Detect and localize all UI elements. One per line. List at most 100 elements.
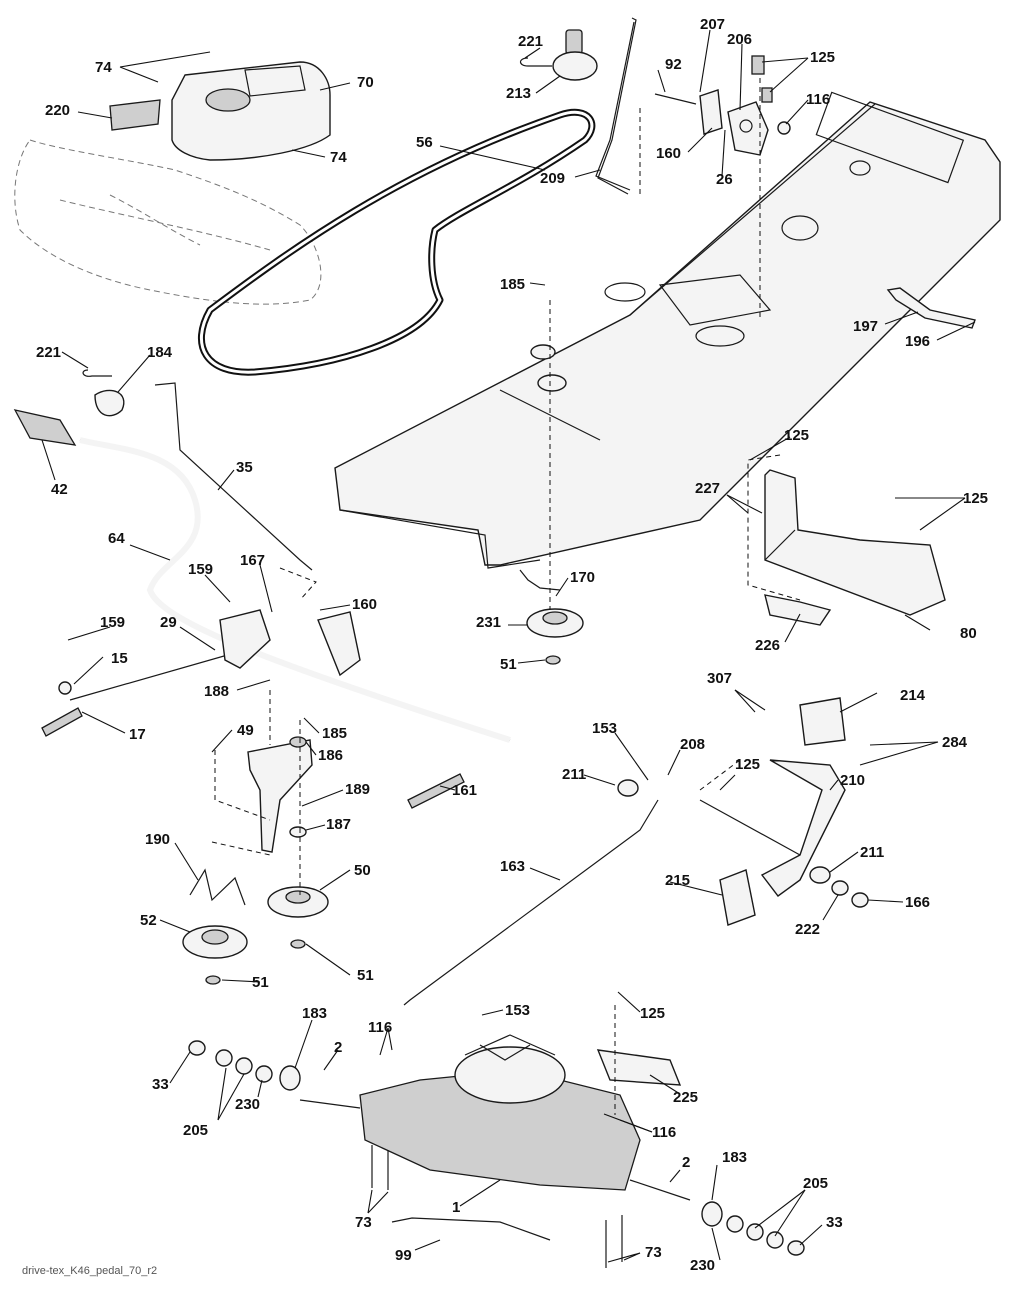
callout-33: 33 <box>152 1076 169 1093</box>
washer-187 <box>289 826 307 838</box>
callout-161: 161 <box>452 782 478 799</box>
callout-211: 211 <box>562 766 587 783</box>
callout-125: 125 <box>810 49 836 66</box>
callout-167: 167 <box>240 552 266 569</box>
callout-51: 51 <box>500 656 517 673</box>
callout-153: 153 <box>592 720 618 737</box>
callout-183: 183 <box>722 1149 748 1166</box>
callout-42: 42 <box>51 481 68 498</box>
callout-159: 159 <box>100 614 126 631</box>
callout-207: 207 <box>700 16 726 33</box>
callout-184: 184 <box>147 344 173 361</box>
callout-221: 221 <box>518 33 544 50</box>
drawing-caption: drive-tex_K46_pedal_70_r2 <box>22 1265 158 1277</box>
bolts-73 <box>371 1145 623 1268</box>
callout-205: 205 <box>183 1122 209 1139</box>
spring-161 <box>407 773 465 809</box>
callout-170: 170 <box>570 569 596 586</box>
callout-33: 33 <box>826 1214 843 1231</box>
callout-116: 116 <box>652 1124 677 1141</box>
callout-29: 29 <box>160 614 177 631</box>
callout-220: 220 <box>45 102 71 119</box>
callout-116: 116 <box>806 91 831 108</box>
callout-222: 222 <box>795 921 821 938</box>
callout-190: 190 <box>145 831 171 848</box>
callout-185: 185 <box>500 276 526 293</box>
callout-125: 125 <box>963 490 989 507</box>
alignment-lines <box>211 78 801 1115</box>
callout-230: 230 <box>690 1257 716 1274</box>
callout-125: 125 <box>735 756 761 773</box>
rod-99 <box>391 1217 551 1241</box>
callout-64: 64 <box>108 530 125 547</box>
callout-205: 205 <box>803 1175 829 1192</box>
rod-35 <box>154 382 313 571</box>
bracket-206 <box>699 55 791 156</box>
callout-153: 153 <box>505 1002 531 1019</box>
callout-188: 188 <box>204 683 230 700</box>
plate-226 <box>764 594 832 626</box>
bolt-92 <box>654 93 697 105</box>
bracket-29-pivot <box>219 609 361 677</box>
callout-73: 73 <box>355 1214 372 1231</box>
bushing-211 <box>617 779 831 884</box>
bracket-215 <box>719 869 756 926</box>
rod-163 <box>403 799 659 1006</box>
callout-230: 230 <box>235 1096 261 1113</box>
callout-213: 213 <box>506 85 532 102</box>
callout-49: 49 <box>237 722 254 739</box>
washer-222-166 <box>831 880 869 908</box>
callout-196: 196 <box>905 333 931 350</box>
knob-184 <box>82 369 125 417</box>
callout-51: 51 <box>252 974 269 991</box>
callout-210: 210 <box>840 772 866 789</box>
callout-227: 227 <box>695 480 721 497</box>
callout-307: 307 <box>707 670 733 687</box>
pulley-50 <box>267 886 329 949</box>
fan-transaxle <box>464 1034 556 1061</box>
callout-160: 160 <box>656 145 682 162</box>
callout-26: 26 <box>716 171 733 188</box>
callout-209: 209 <box>540 170 566 187</box>
callout-2: 2 <box>334 1039 343 1056</box>
callout-74: 74 <box>95 59 112 76</box>
callout-125: 125 <box>640 1005 666 1022</box>
callout-284: 284 <box>942 734 968 751</box>
callout-185: 185 <box>322 725 348 742</box>
fender-pod <box>171 61 331 161</box>
spring-190 <box>189 868 246 906</box>
callout-92: 92 <box>665 56 682 73</box>
callout-70: 70 <box>357 74 374 91</box>
callout-231: 231 <box>476 614 502 631</box>
bracket-197 <box>886 287 976 329</box>
lever-64 <box>79 437 511 743</box>
pad-214 <box>799 697 846 746</box>
callout-15: 15 <box>111 650 128 667</box>
callout-125: 125 <box>784 427 810 444</box>
callout-2: 2 <box>682 1154 691 1171</box>
knob-213 <box>552 29 598 81</box>
pad-220 <box>109 99 161 131</box>
callout-160: 160 <box>352 596 378 613</box>
callout-197: 197 <box>853 318 879 335</box>
callout-214: 214 <box>900 687 926 704</box>
bracket-225 <box>596 1049 682 1086</box>
grip-42 <box>13 409 77 446</box>
callout-221: 221 <box>36 344 62 361</box>
callout-225: 225 <box>673 1089 699 1106</box>
washers-left <box>188 1040 301 1091</box>
idler-pulley-231 <box>519 569 584 665</box>
callout-51: 51 <box>357 967 374 984</box>
transaxle-1 <box>299 1046 691 1201</box>
callout-99: 99 <box>395 1247 412 1264</box>
drive-belt <box>198 108 596 376</box>
callout-159: 159 <box>188 561 214 578</box>
seat-outline-ghost <box>14 139 322 305</box>
callout-80: 80 <box>960 625 977 642</box>
pulley-52 <box>182 925 248 985</box>
callout-116: 116 <box>368 1019 393 1036</box>
callout-1: 1 <box>452 1199 461 1216</box>
callout-208: 208 <box>680 736 706 753</box>
callout-35: 35 <box>236 459 253 476</box>
